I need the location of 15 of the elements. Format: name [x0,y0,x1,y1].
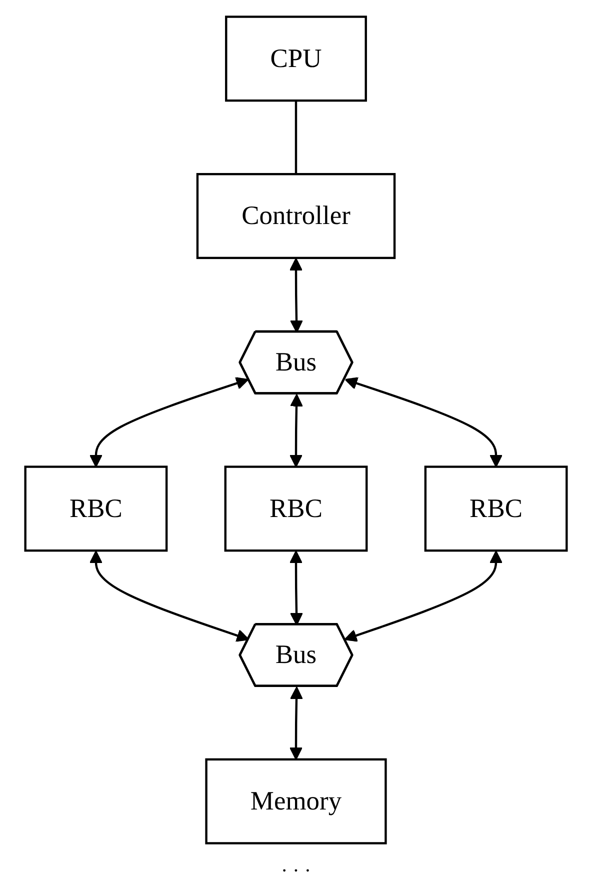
arrow [290,394,303,468]
arrow [89,550,250,642]
node-box: Memory [205,758,387,844]
node-box: RBC [24,466,168,552]
connector [294,100,298,174]
node-box: RBC [224,466,368,552]
node-box: CPU [225,16,367,102]
arrow [344,550,503,642]
ellipsis-label: · · · [281,860,311,882]
arrow [344,377,503,468]
arrow [89,377,249,468]
arrow [290,686,303,760]
node-box: Controller [196,173,396,260]
node-box: RBC [424,466,568,552]
arrow [290,550,303,626]
